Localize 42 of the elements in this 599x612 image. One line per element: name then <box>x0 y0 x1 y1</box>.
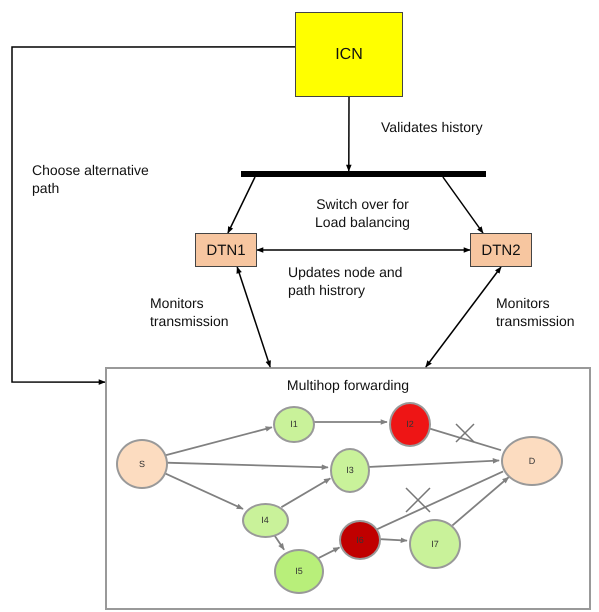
arrow <box>318 546 340 559</box>
forwarding-panel <box>105 367 591 610</box>
node-label: I4 <box>261 515 269 525</box>
node-label: I7 <box>431 539 439 549</box>
panel-title: Multihop forwarding <box>286 377 410 393</box>
node-label: I2 <box>406 419 414 429</box>
arrow <box>166 462 329 470</box>
arrow <box>425 266 502 368</box>
arrow <box>442 176 484 234</box>
network-node <box>389 402 431 446</box>
node-label: I5 <box>295 566 303 576</box>
arrow <box>313 419 388 425</box>
arrow <box>280 478 331 508</box>
arrow <box>256 247 471 253</box>
node-label: DTN2 <box>481 242 521 258</box>
arrow <box>11 46 295 385</box>
arrow <box>236 266 271 368</box>
network-node <box>274 548 324 594</box>
arrow <box>227 176 256 234</box>
network-node <box>273 406 315 442</box>
network-node <box>116 439 168 489</box>
node-label: S <box>138 459 145 469</box>
arrow <box>368 458 500 468</box>
arrow <box>452 476 510 526</box>
node-label: ICN <box>335 46 363 64</box>
arrow <box>378 537 408 544</box>
sync-bar <box>241 171 486 177</box>
network-node <box>501 436 563 486</box>
network-node <box>339 520 381 560</box>
arrow <box>164 426 273 456</box>
arrow <box>346 97 352 172</box>
node-label: DTN1 <box>206 242 246 258</box>
process-box <box>470 233 532 267</box>
network-node <box>242 502 288 538</box>
node-label: I3 <box>346 465 354 475</box>
node-label: I6 <box>356 535 364 545</box>
process-box <box>295 12 403 97</box>
network-node <box>409 519 461 569</box>
node-label: D <box>528 456 536 466</box>
process-box <box>195 233 257 267</box>
network-node <box>330 448 370 492</box>
node-label: I1 <box>290 419 298 429</box>
